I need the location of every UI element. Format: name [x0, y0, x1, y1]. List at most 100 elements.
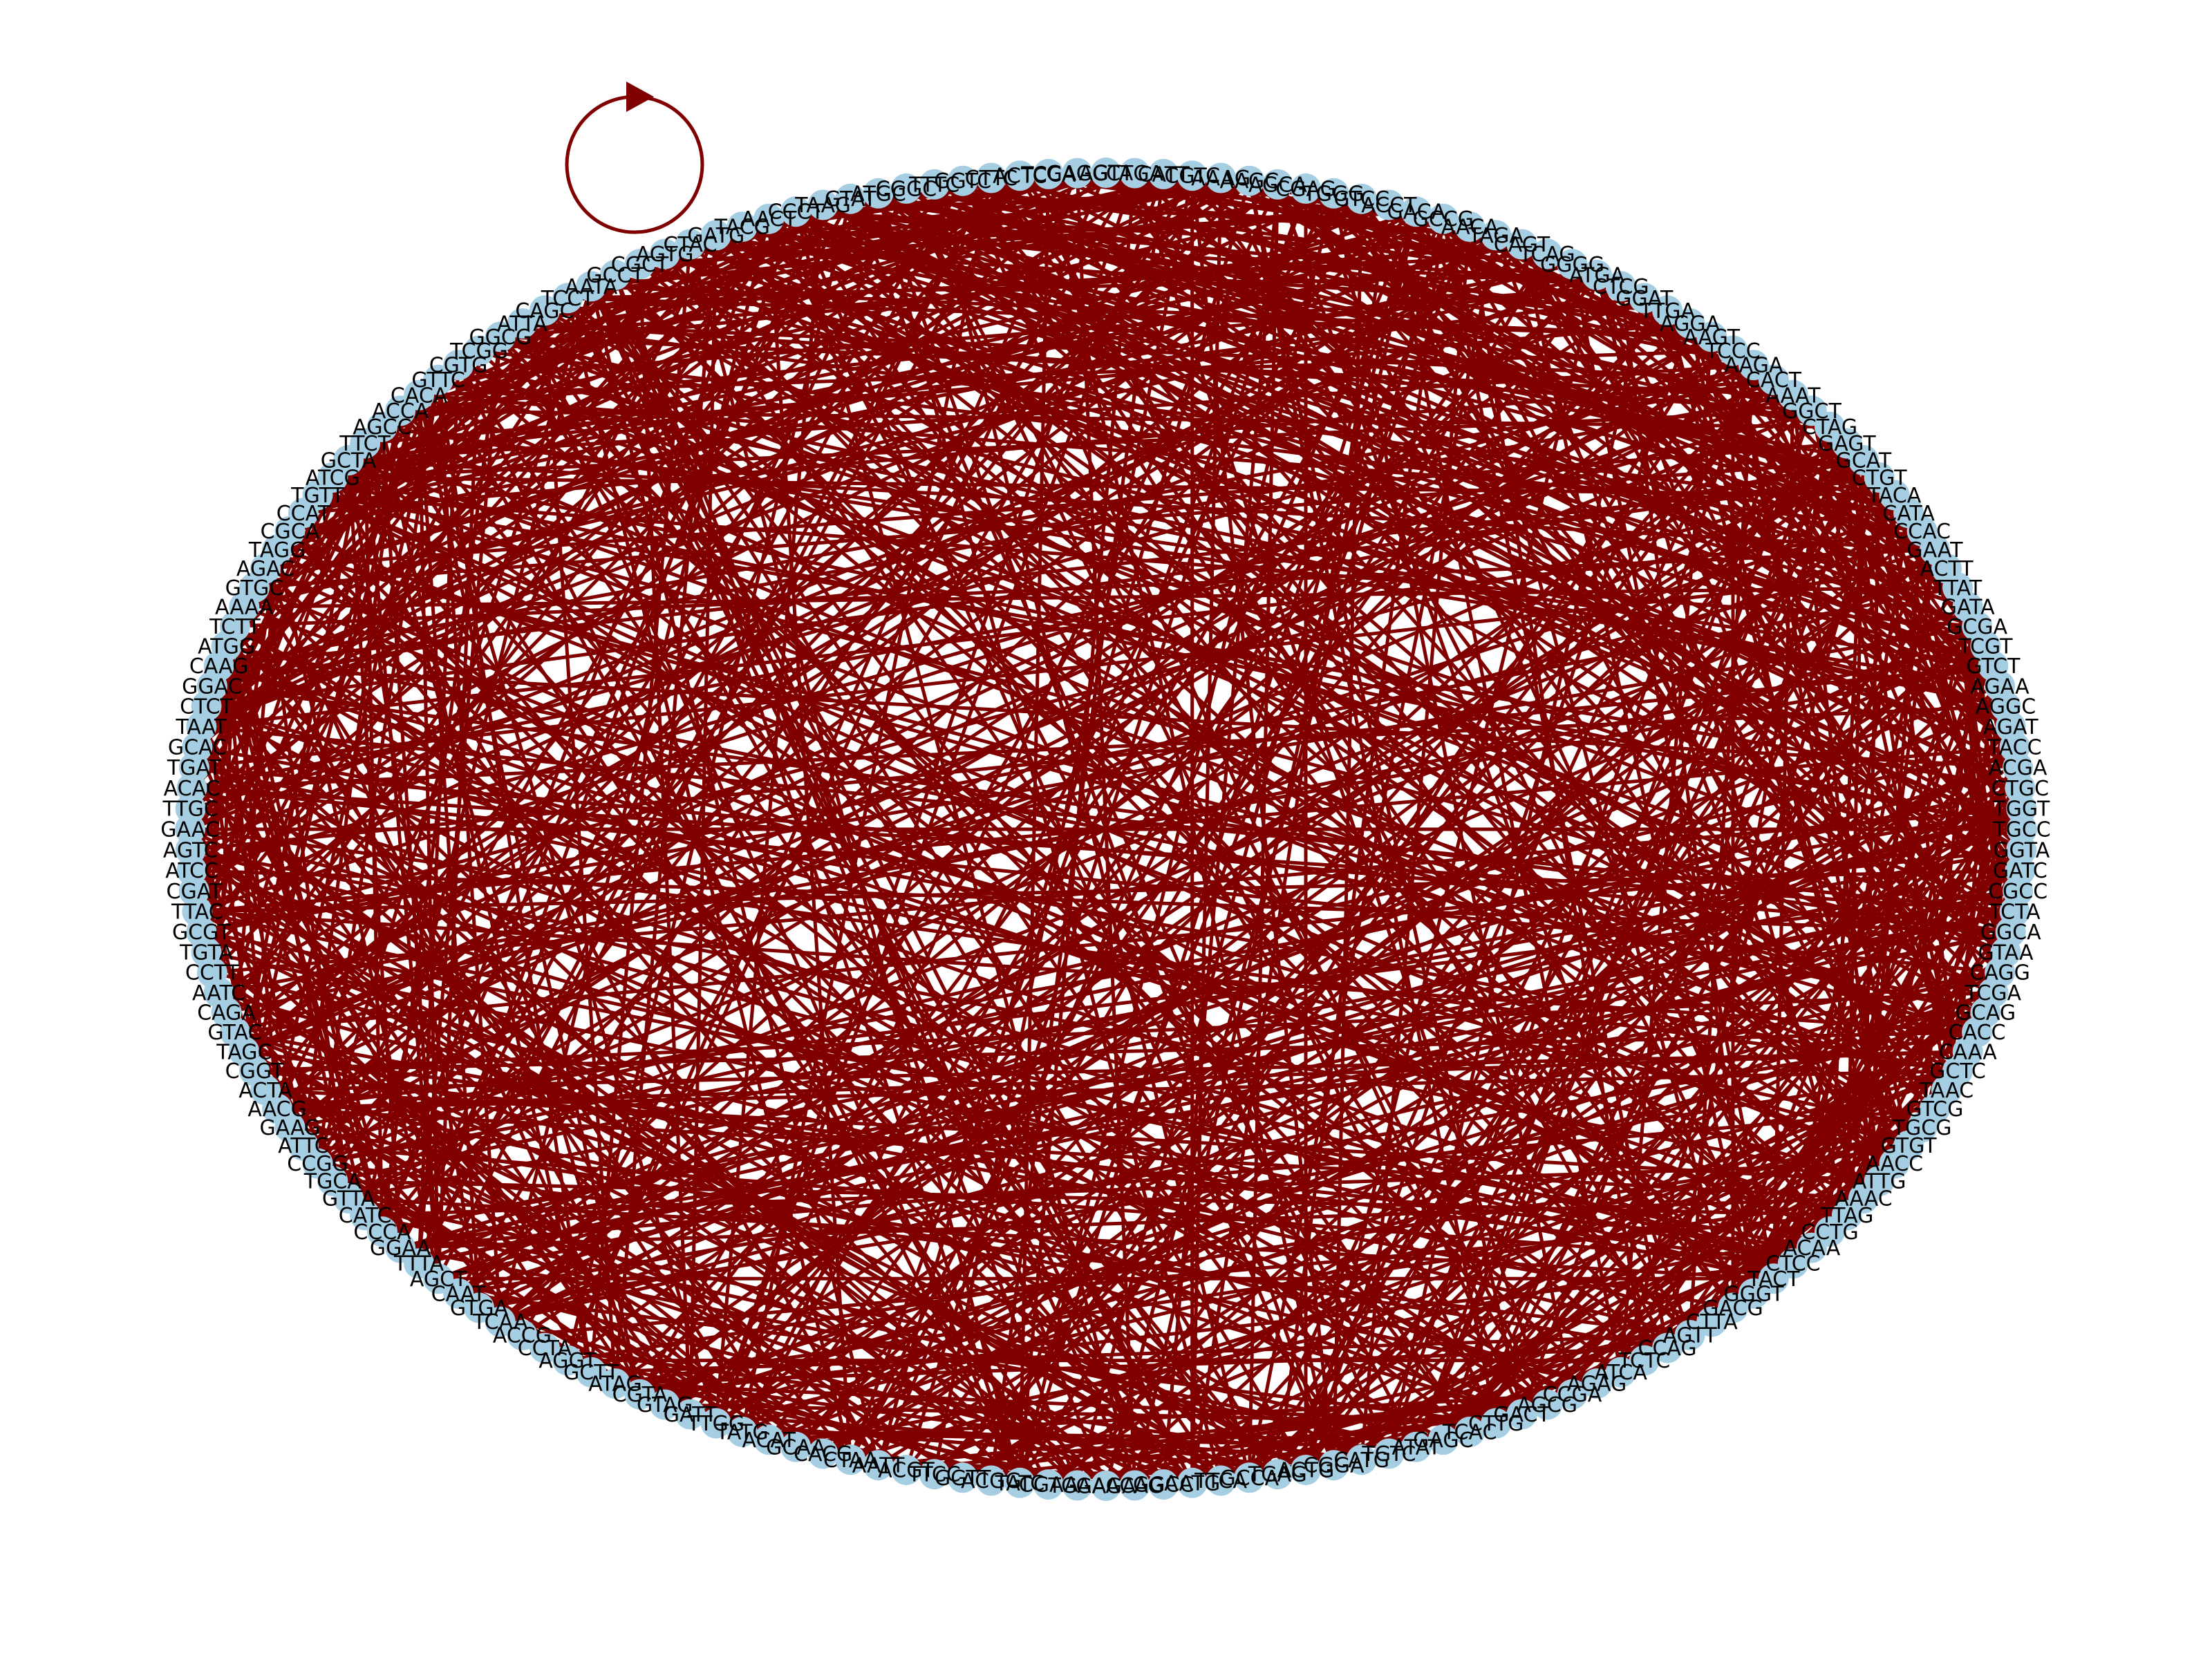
- node-label: CGCA: [261, 520, 320, 544]
- graph-node: [1400, 1431, 1432, 1462]
- graph-edge: [1468, 226, 1647, 1361]
- graph-node: [1557, 1379, 1588, 1410]
- graph-node: [1605, 1357, 1636, 1388]
- node-label: TTGA: [1639, 299, 1695, 323]
- node-label: GCCT: [586, 263, 644, 287]
- graph-edge: [664, 252, 1987, 648]
- graph-edge: [436, 177, 993, 1280]
- graph-edge: [1688, 365, 1756, 1336]
- node-label: ACTC: [993, 164, 1047, 189]
- node-label: GATC: [1993, 859, 2047, 883]
- node-label: ACTG: [1277, 1459, 1335, 1483]
- node-label: CATA: [1882, 502, 1935, 526]
- node-label: GACG: [1703, 1296, 1763, 1321]
- graph-edge: [276, 197, 1363, 1111]
- node-label: GGCA: [1980, 920, 2041, 945]
- graph-edge: [1642, 296, 2022, 789]
- node-label: CTTC: [965, 167, 1018, 191]
- graph-edge: [212, 806, 2022, 974]
- graph-node: [1427, 1424, 1459, 1455]
- node-label: CTCG: [1593, 275, 1649, 299]
- node-label: GATA: [1941, 596, 1995, 620]
- graph-edge: [276, 548, 1978, 1035]
- node-label: CATG: [1333, 1448, 1389, 1473]
- graph-edge: [225, 395, 421, 1013]
- node-label: TTCA: [1194, 1469, 1247, 1493]
- node-label: TGTA: [179, 941, 233, 965]
- graph-node: [1206, 162, 1237, 193]
- graph-edge: [316, 179, 1251, 1165]
- node-label: TTAT: [1933, 576, 1983, 601]
- node-label: CCAC: [1893, 520, 1951, 544]
- graph-edge: [1304, 274, 1599, 1471]
- node-label: GCCA: [1219, 1466, 1279, 1491]
- graph-node: [1506, 229, 1537, 260]
- node-label: GTCG: [1906, 1097, 1963, 1122]
- graph-edge: [348, 1196, 1193, 1485]
- graph-node: [624, 1379, 655, 1410]
- graph-node: [1234, 165, 1265, 196]
- graph-edge: [1595, 274, 1911, 1146]
- graph-edge: [1441, 746, 2016, 1441]
- node-label: CGGC: [876, 177, 937, 201]
- graph-edge: [243, 1050, 1165, 1486]
- node-label: TACT: [1747, 1267, 1800, 1292]
- graph-node: [727, 211, 758, 243]
- graph-edge: [1018, 193, 1335, 1484]
- graph-node: [1033, 1469, 1064, 1500]
- graph-node: [863, 178, 894, 209]
- node-label: TAGC: [216, 1040, 272, 1064]
- self-loop-arrowhead: [626, 82, 654, 112]
- graph-edge: [614, 511, 1910, 1386]
- node-label: CTAG: [1802, 415, 1857, 440]
- node-label: AGTG: [636, 243, 694, 267]
- graph-edge: [205, 704, 1523, 1416]
- node-label: GCTA: [321, 449, 377, 473]
- graph-edge: [1019, 173, 2001, 688]
- node-label: AGCA: [1248, 173, 1307, 197]
- graph-edge: [663, 252, 1691, 1337]
- node-label: ATGG: [198, 635, 255, 659]
- node-label: GTCC: [1333, 187, 1389, 211]
- graph-edge: [254, 458, 1864, 589]
- graph-edge: [189, 827, 1794, 1265]
- graph-edge: [639, 262, 1987, 648]
- node-label: GGAC: [182, 674, 242, 699]
- graph-edge: [191, 786, 1107, 1487]
- graph-node: [1091, 1471, 1121, 1501]
- graph-edge: [1247, 180, 1524, 1415]
- node-label: GACA: [1387, 200, 1445, 225]
- node-label: CTGT: [1852, 466, 1907, 491]
- graph-edge: [1219, 176, 1959, 589]
- node-label: AGTC: [163, 838, 218, 862]
- graph-edge: [565, 171, 1108, 1361]
- node-label: CGTC: [1164, 164, 1220, 189]
- graph-edge: [288, 530, 1079, 1487]
- graph-edge: [742, 225, 1830, 429]
- graph-node: [975, 1465, 1006, 1496]
- graph-edge: [1619, 477, 1882, 1373]
- graph-edge: [715, 234, 1896, 1165]
- graph-edge: [191, 458, 1864, 790]
- node-label: TGCC: [1992, 818, 2050, 842]
- node-label: TAAG: [794, 193, 851, 218]
- node-label: ATCC: [165, 859, 218, 883]
- graph-edge: [191, 786, 2000, 974]
- graph-edge: [225, 176, 1222, 648]
- graph-edge: [1688, 828, 2024, 1337]
- node-label: CGCC: [1988, 880, 2047, 904]
- graph-edge: [200, 210, 798, 934]
- node-label: CCTT: [185, 961, 240, 985]
- node-label: GAGC: [1413, 1428, 1473, 1453]
- node-label: AGAA: [1971, 674, 2030, 699]
- node-label: AAGC: [1220, 169, 1280, 193]
- graph-node: [780, 196, 812, 227]
- node-label: GCAA: [766, 1435, 826, 1460]
- node-label: CACC: [1949, 1021, 2006, 1045]
- graph-edge: [317, 493, 2021, 790]
- node-label: GCGA: [1947, 615, 2007, 639]
- node-label: CTCT: [180, 695, 233, 719]
- node-label: TGTT: [290, 484, 344, 508]
- node-label: CAAT: [431, 1282, 486, 1306]
- edges-layer: [188, 171, 2024, 1488]
